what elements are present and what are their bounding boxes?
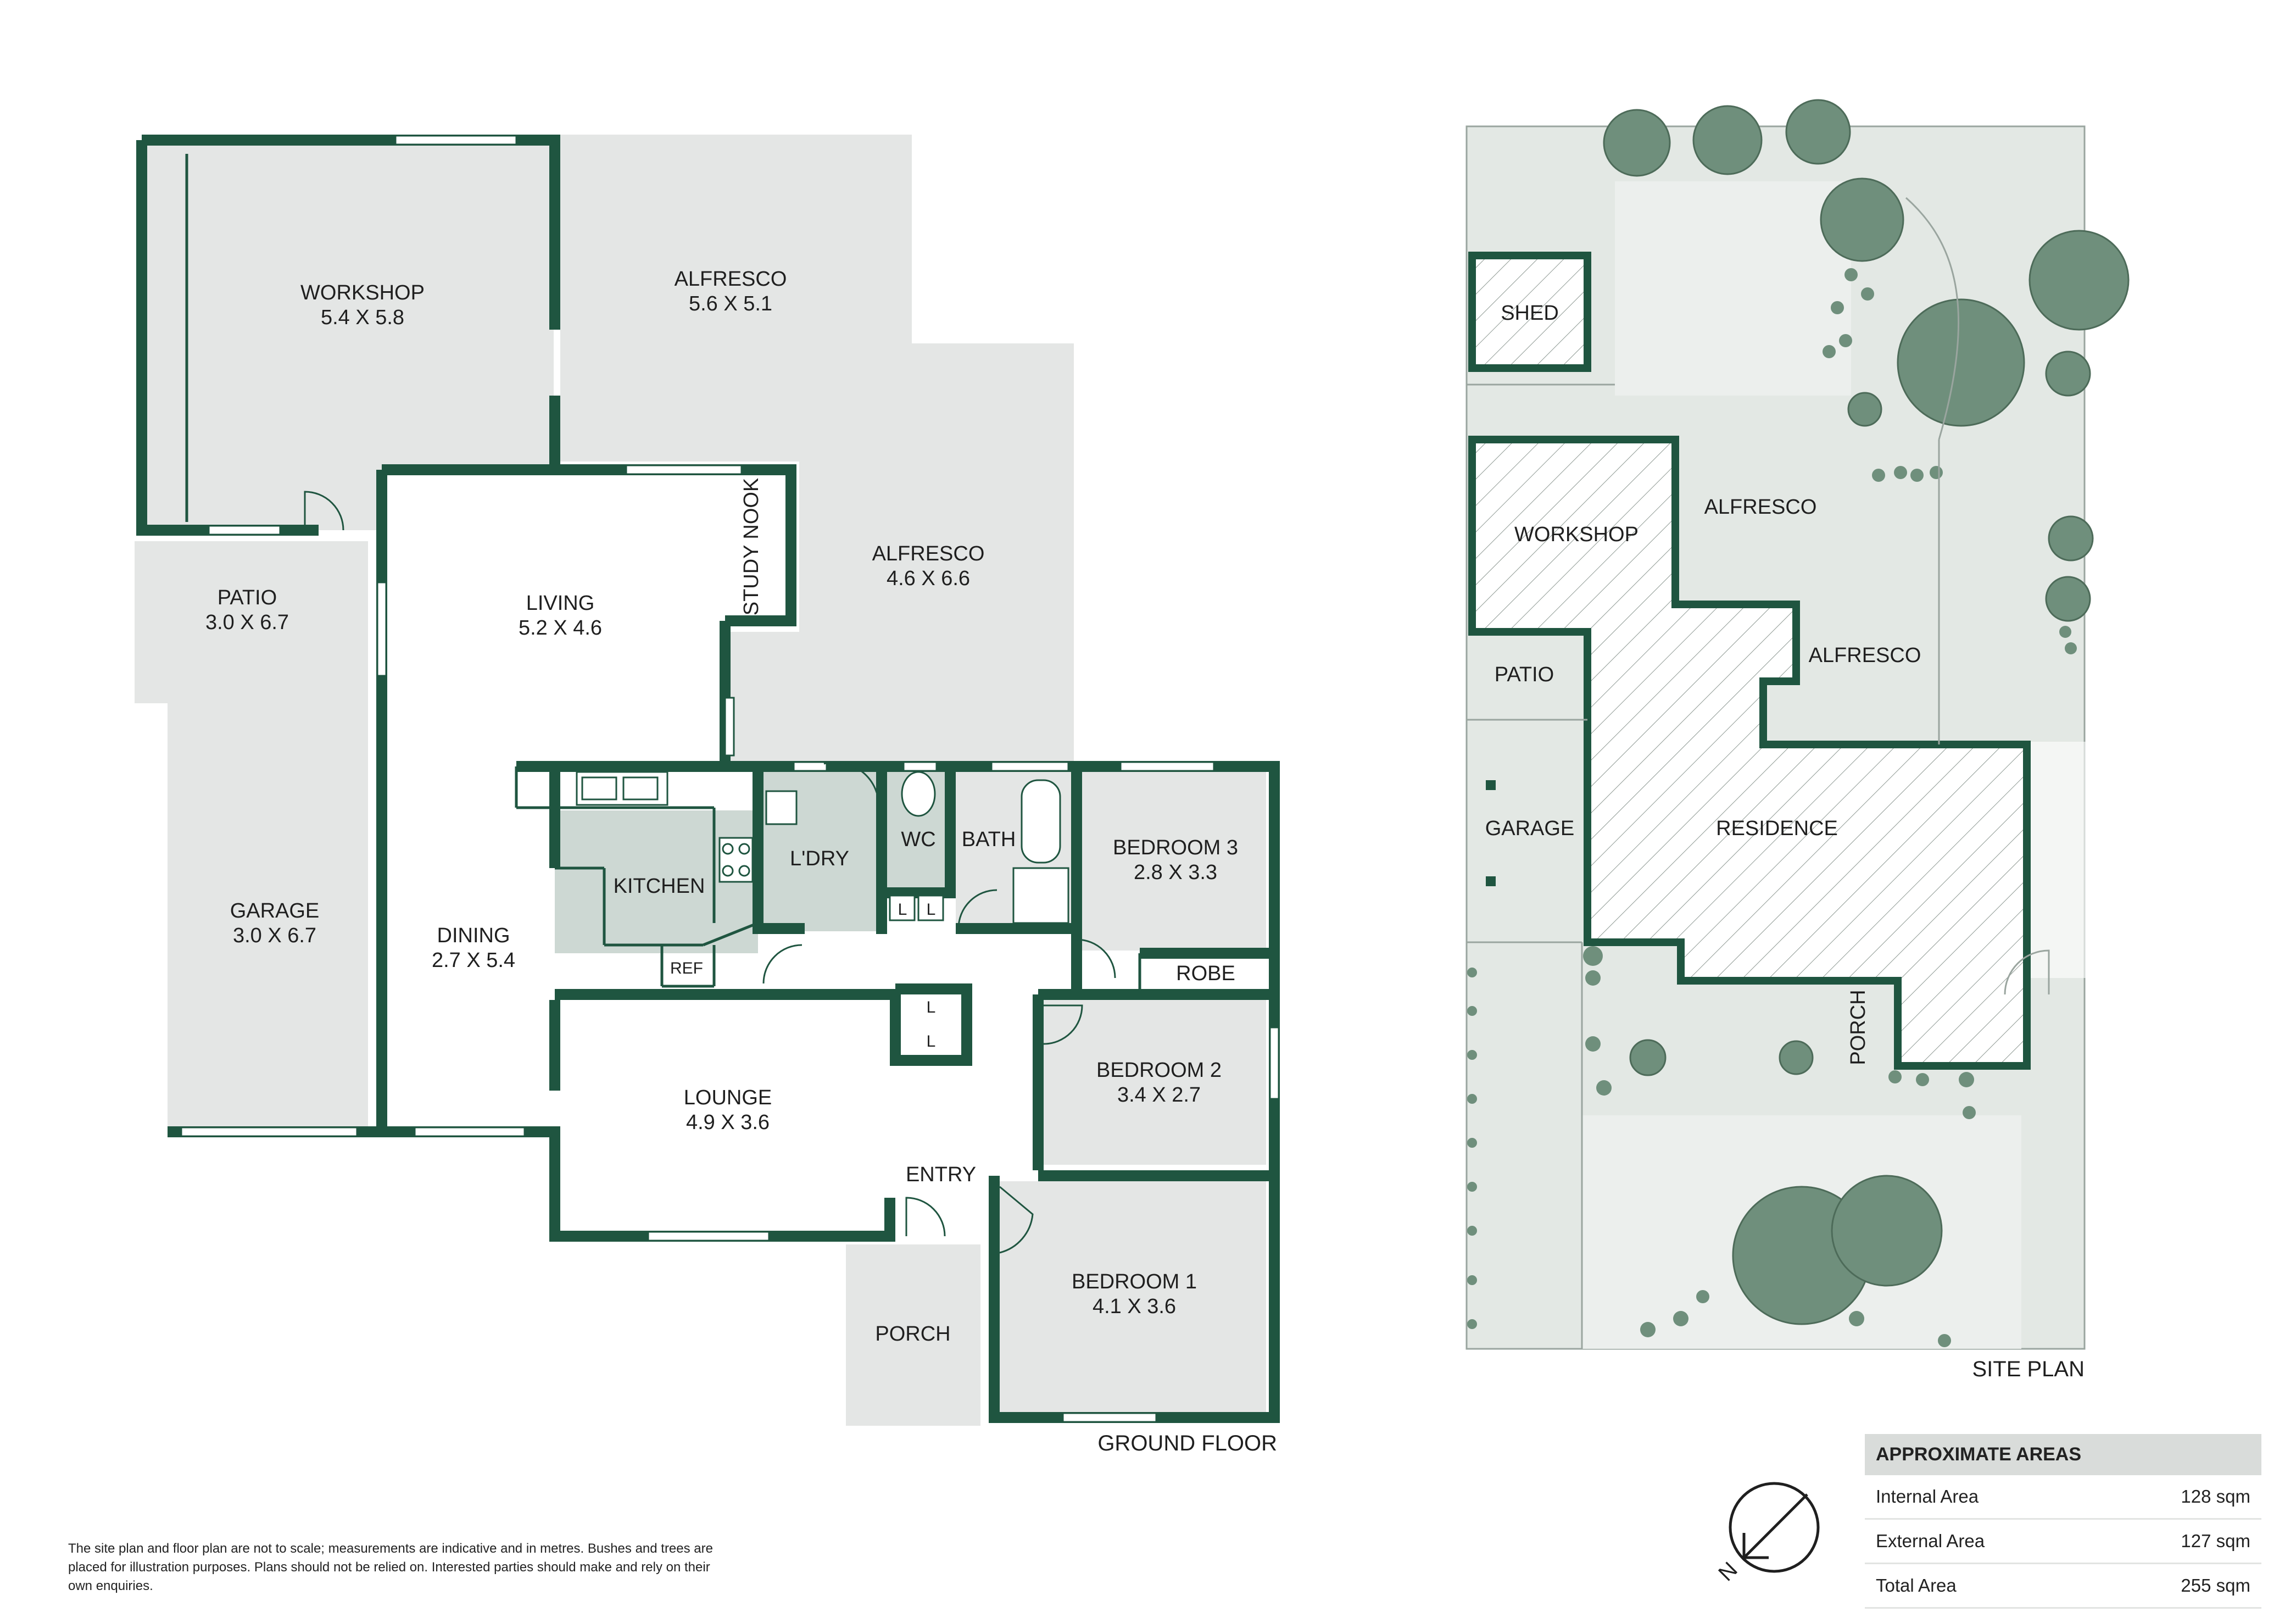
entry-label: ENTRY: [906, 1163, 976, 1186]
areas-table: APPROXIMATE AREAS Internal Area 128 sqm …: [1865, 1434, 2261, 1609]
patio-label: PATIO: [218, 586, 277, 609]
patio-dims: 3.0 X 6.7: [205, 611, 289, 634]
ground-floor-caption: GROUND FLOOR: [1097, 1431, 1277, 1455]
laundry-label: L'DRY: [790, 847, 849, 870]
site-alfresco-label: ALFRESCO: [1809, 644, 1921, 667]
patio-area: [135, 541, 368, 703]
linen-label: L: [898, 901, 907, 919]
garage-room: [168, 703, 368, 1132]
shrubs: [1467, 268, 2077, 1347]
disclaimer-text: The site plan and floor plan are not to …: [68, 1541, 713, 1593]
area-label: Total Area: [1865, 1563, 2098, 1609]
site-garage-label: GARAGE: [1485, 817, 1575, 840]
site-residence-label: RESIDENCE: [1716, 817, 1838, 840]
workshop-label: WORKSHOP: [300, 281, 425, 304]
garage-dims: 3.0 X 6.7: [233, 924, 316, 947]
site-patio-label: PATIO: [1495, 663, 1554, 686]
site-shed-label: SHED: [1501, 302, 1559, 325]
area-label: Internal Area: [1865, 1475, 2098, 1520]
north-label: N: [1714, 1558, 1742, 1586]
wc-label: WC: [901, 828, 935, 851]
north-arrow-icon: [1729, 1482, 1820, 1573]
dining-dims: 2.7 X 5.4: [432, 949, 515, 972]
area-label: External Area: [1865, 1519, 2098, 1564]
bedroom2-label: BEDROOM 2: [1096, 1059, 1222, 1082]
alfresco1-label: ALFRESCO: [675, 268, 787, 291]
linen-label: L: [927, 998, 936, 1016]
residence-outline: [1468, 436, 2031, 1070]
bedroom3-dims: 2.8 X 3.3: [1134, 861, 1217, 884]
study-nook-label: STUDY NOOK: [740, 478, 763, 616]
area-value: 128 sqm: [2098, 1475, 2261, 1520]
ref-label: REF: [670, 959, 703, 977]
bedroom3-label: BEDROOM 3: [1113, 836, 1238, 859]
living-label: LIVING: [526, 592, 595, 615]
table-row: Internal Area 128 sqm: [1865, 1475, 2261, 1520]
robe-label: ROBE: [1176, 962, 1235, 985]
alfresco2-dims: 4.6 X 6.6: [887, 567, 970, 590]
linen-label: L: [927, 901, 936, 919]
porch-area: [846, 1244, 980, 1426]
site-plan-caption: SITE PLAN: [1972, 1357, 2085, 1381]
bedroom2-dims: 3.4 X 2.7: [1117, 1083, 1201, 1107]
kitchen-label: KITCHEN: [614, 875, 705, 898]
lounge-label: LOUNGE: [684, 1086, 772, 1109]
table-row: Total Area 255 sqm: [1865, 1563, 2261, 1609]
bedroom1-room: [1000, 1181, 1266, 1412]
shed-outline: [1468, 252, 1591, 372]
site-plan: SHED WORKSHOP ALFRESCO ALFRESCO PATIO GA…: [1465, 99, 2130, 1381]
dining-label: DINING: [437, 924, 510, 947]
lounge-dims: 4.9 X 3.6: [686, 1111, 770, 1134]
bedroom3-room: [1079, 769, 1266, 951]
table-row: External Area 127 sqm: [1865, 1519, 2261, 1564]
bedroom1-label: BEDROOM 1: [1072, 1270, 1197, 1293]
bath-label: BATH: [962, 828, 1016, 851]
area-value: 127 sqm: [2098, 1519, 2261, 1564]
area-value: 255 sqm: [2098, 1563, 2261, 1609]
garage-label: GARAGE: [230, 899, 320, 922]
alfresco1-dims: 5.6 X 5.1: [689, 292, 772, 315]
site-alfresco-label: ALFRESCO: [1704, 496, 1817, 519]
areas-heading: APPROXIMATE AREAS: [1865, 1434, 2261, 1475]
floor-plan: WORKSHOP 5.4 X 5.8 ALFRESCO 5.6 X 5.1 AL…: [135, 135, 1280, 1455]
trees: [1603, 99, 2130, 1325]
alfresco-area: [560, 135, 1074, 761]
alfresco2-label: ALFRESCO: [872, 542, 985, 565]
bedroom2-room: [1044, 1000, 1266, 1165]
porch-label: PORCH: [875, 1322, 950, 1346]
linen-label: L: [927, 1032, 936, 1050]
living-dining-room: [382, 473, 791, 1126]
site-workshop-label: WORKSHOP: [1514, 523, 1639, 546]
living-dims: 5.2 X 4.6: [519, 616, 602, 640]
site-porch-label: PORCH: [1847, 990, 1870, 1065]
bedroom1-dims: 4.1 X 3.6: [1093, 1295, 1176, 1318]
workshop-dims: 5.4 X 5.8: [321, 306, 404, 329]
